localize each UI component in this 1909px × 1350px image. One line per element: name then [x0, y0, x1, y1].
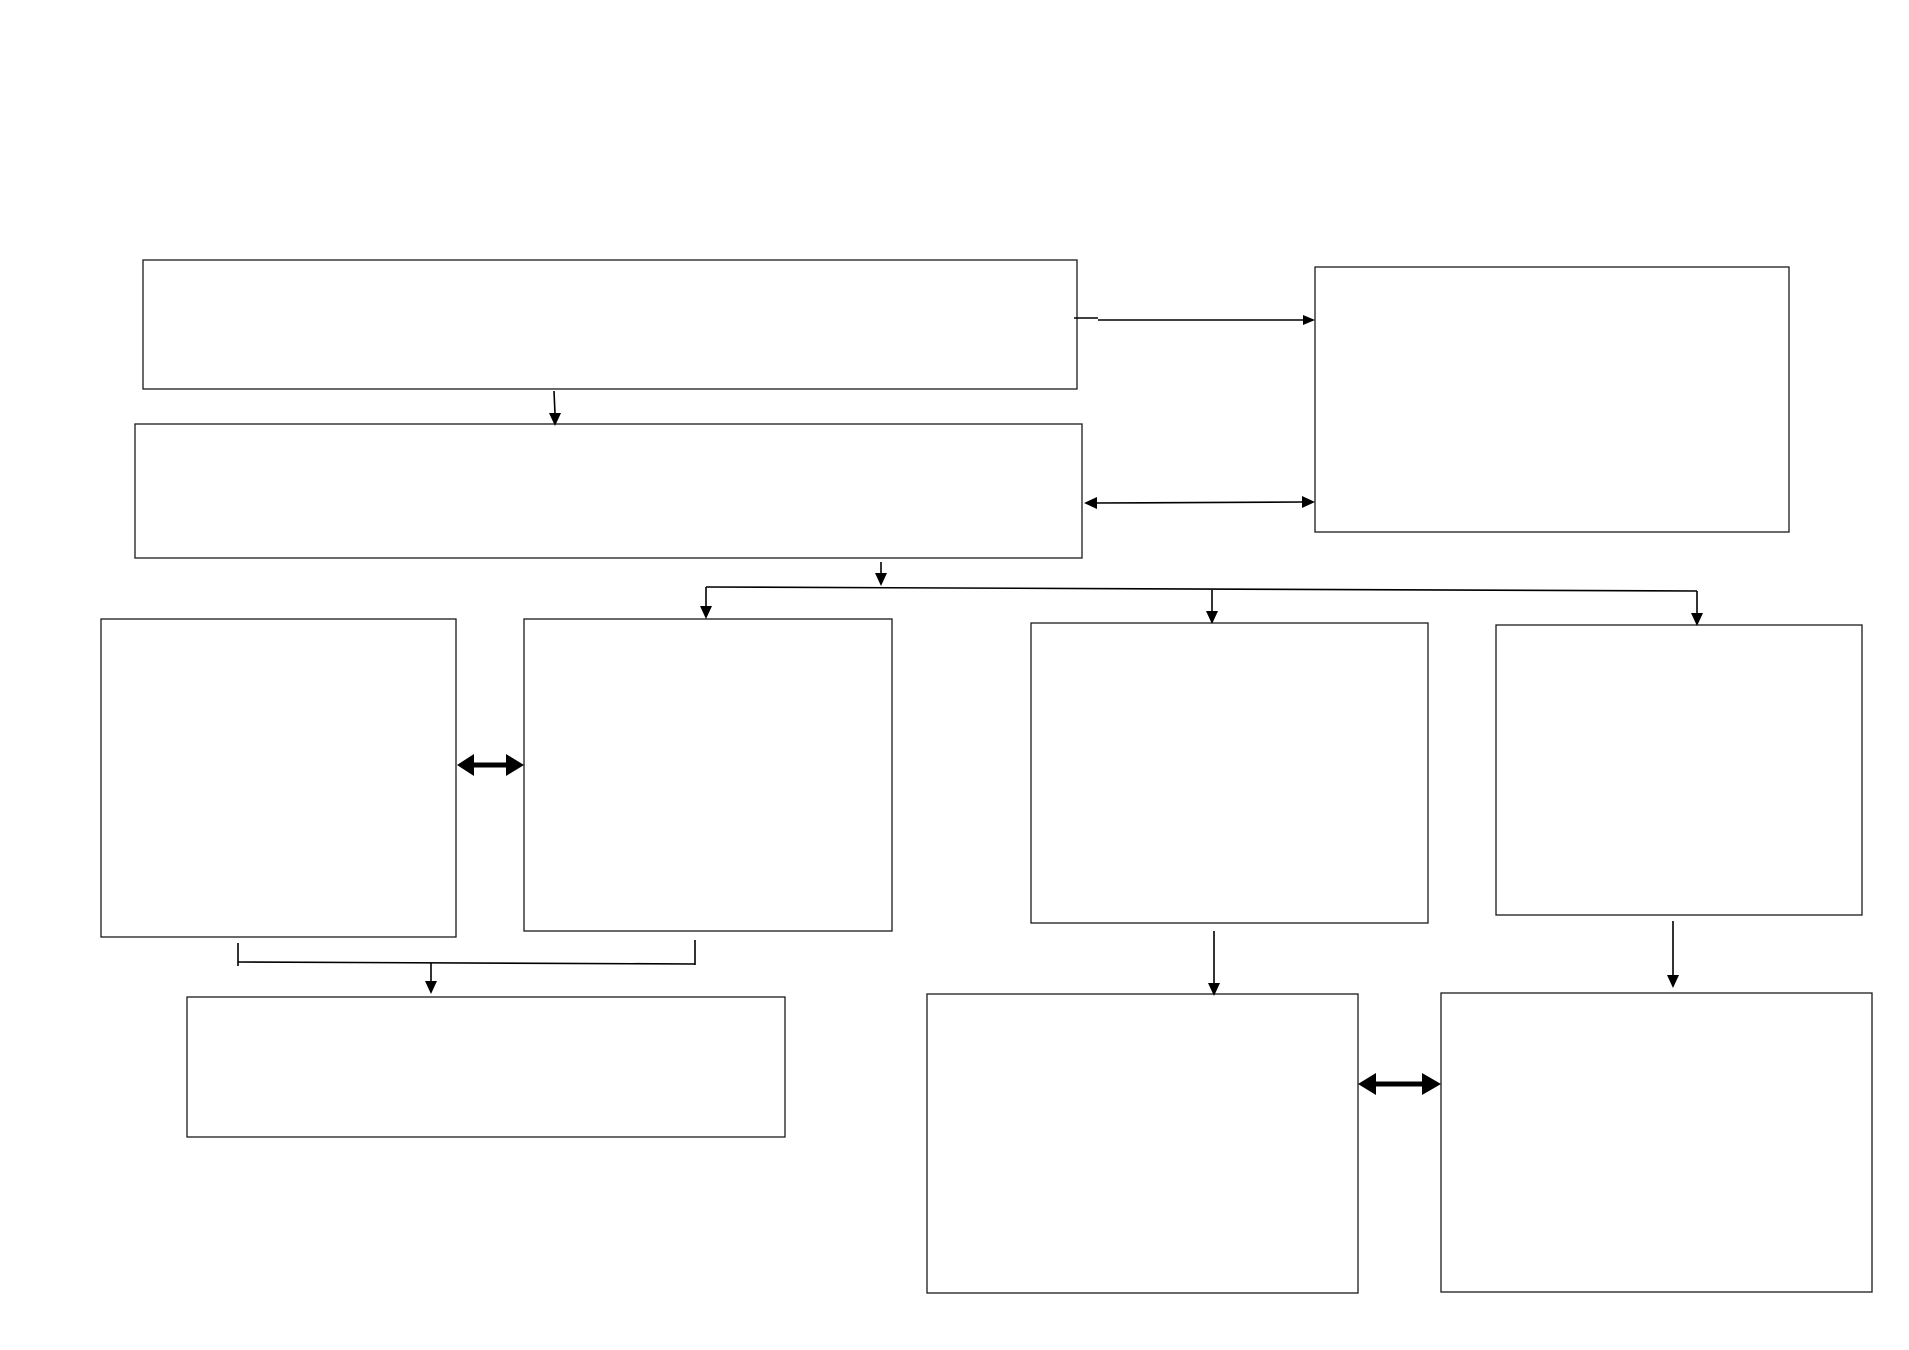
- left-box-1: [100, 618, 457, 938]
- connector-bottom-double-thick: [1358, 1073, 1441, 1095]
- connector-second-branch: [700, 562, 1703, 626]
- connector-second-right-double: [1084, 496, 1315, 509]
- bottom-mid-box: [926, 993, 1359, 1294]
- connector-top-to-right: [1074, 315, 1315, 325]
- right-box: [1495, 624, 1863, 916]
- mid-box: [1030, 622, 1429, 924]
- connector-left-merge: [237, 940, 696, 994]
- connector-mid-down: [1208, 931, 1220, 996]
- second-wide-box: [134, 423, 1083, 559]
- left-box-2: [523, 618, 893, 932]
- bottom-left-box: [186, 996, 786, 1138]
- top-wide-box: [142, 259, 1078, 390]
- connector-right-down: [1667, 921, 1679, 988]
- connector-left-double-thick: [457, 754, 524, 776]
- right-tall-box: [1314, 266, 1790, 533]
- connector-top-to-second: [549, 390, 561, 426]
- bottom-right-box: [1440, 992, 1873, 1293]
